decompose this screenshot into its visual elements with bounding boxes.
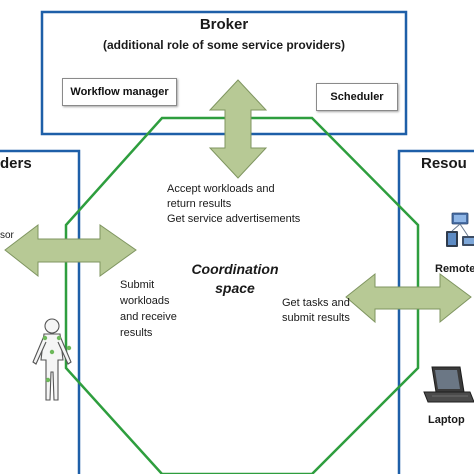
right-annotation-line1: Get tasks and [282,297,350,309]
providers-double-arrow [4,223,137,278]
broker-annotation-line2: return results [167,198,232,210]
remote-label: Remote [435,263,474,275]
laptop-icon [423,366,474,403]
right-annotation-line2: submit results [282,312,350,324]
resources-title: Resou [421,155,467,172]
resources-double-arrow [345,272,472,324]
laptop-label: Laptop [428,414,465,426]
left-annotation-line1: Submit [120,279,155,291]
broker-double-arrow [208,79,268,179]
left-annotation-line4: results [120,327,153,339]
sensor-label: sor [0,230,14,241]
left-annotation-line2: workloads [120,295,170,307]
coordination-title-line1: Coordination [191,261,279,277]
broker-annotation-line3: Get service advertisements [167,213,301,225]
human-body-sensor-icon [32,318,72,401]
workflow-manager-box: Workflow manager [62,78,177,106]
providers-box [0,149,81,474]
remote-devices-icon [446,212,474,247]
scheduler-box: Scheduler [316,83,398,111]
providers-title: ders [0,155,32,172]
broker-title: Broker [199,16,249,33]
broker-annotation-line1: Accept workloads and [167,183,275,195]
broker-box [40,10,408,136]
coordination-octagon [64,116,420,474]
coordination-title-line2: space [215,280,255,296]
broker-subtitle: (additional role of some service provide… [102,38,346,52]
resources-box [397,149,474,474]
left-annotation-line3: and receive [120,311,177,323]
